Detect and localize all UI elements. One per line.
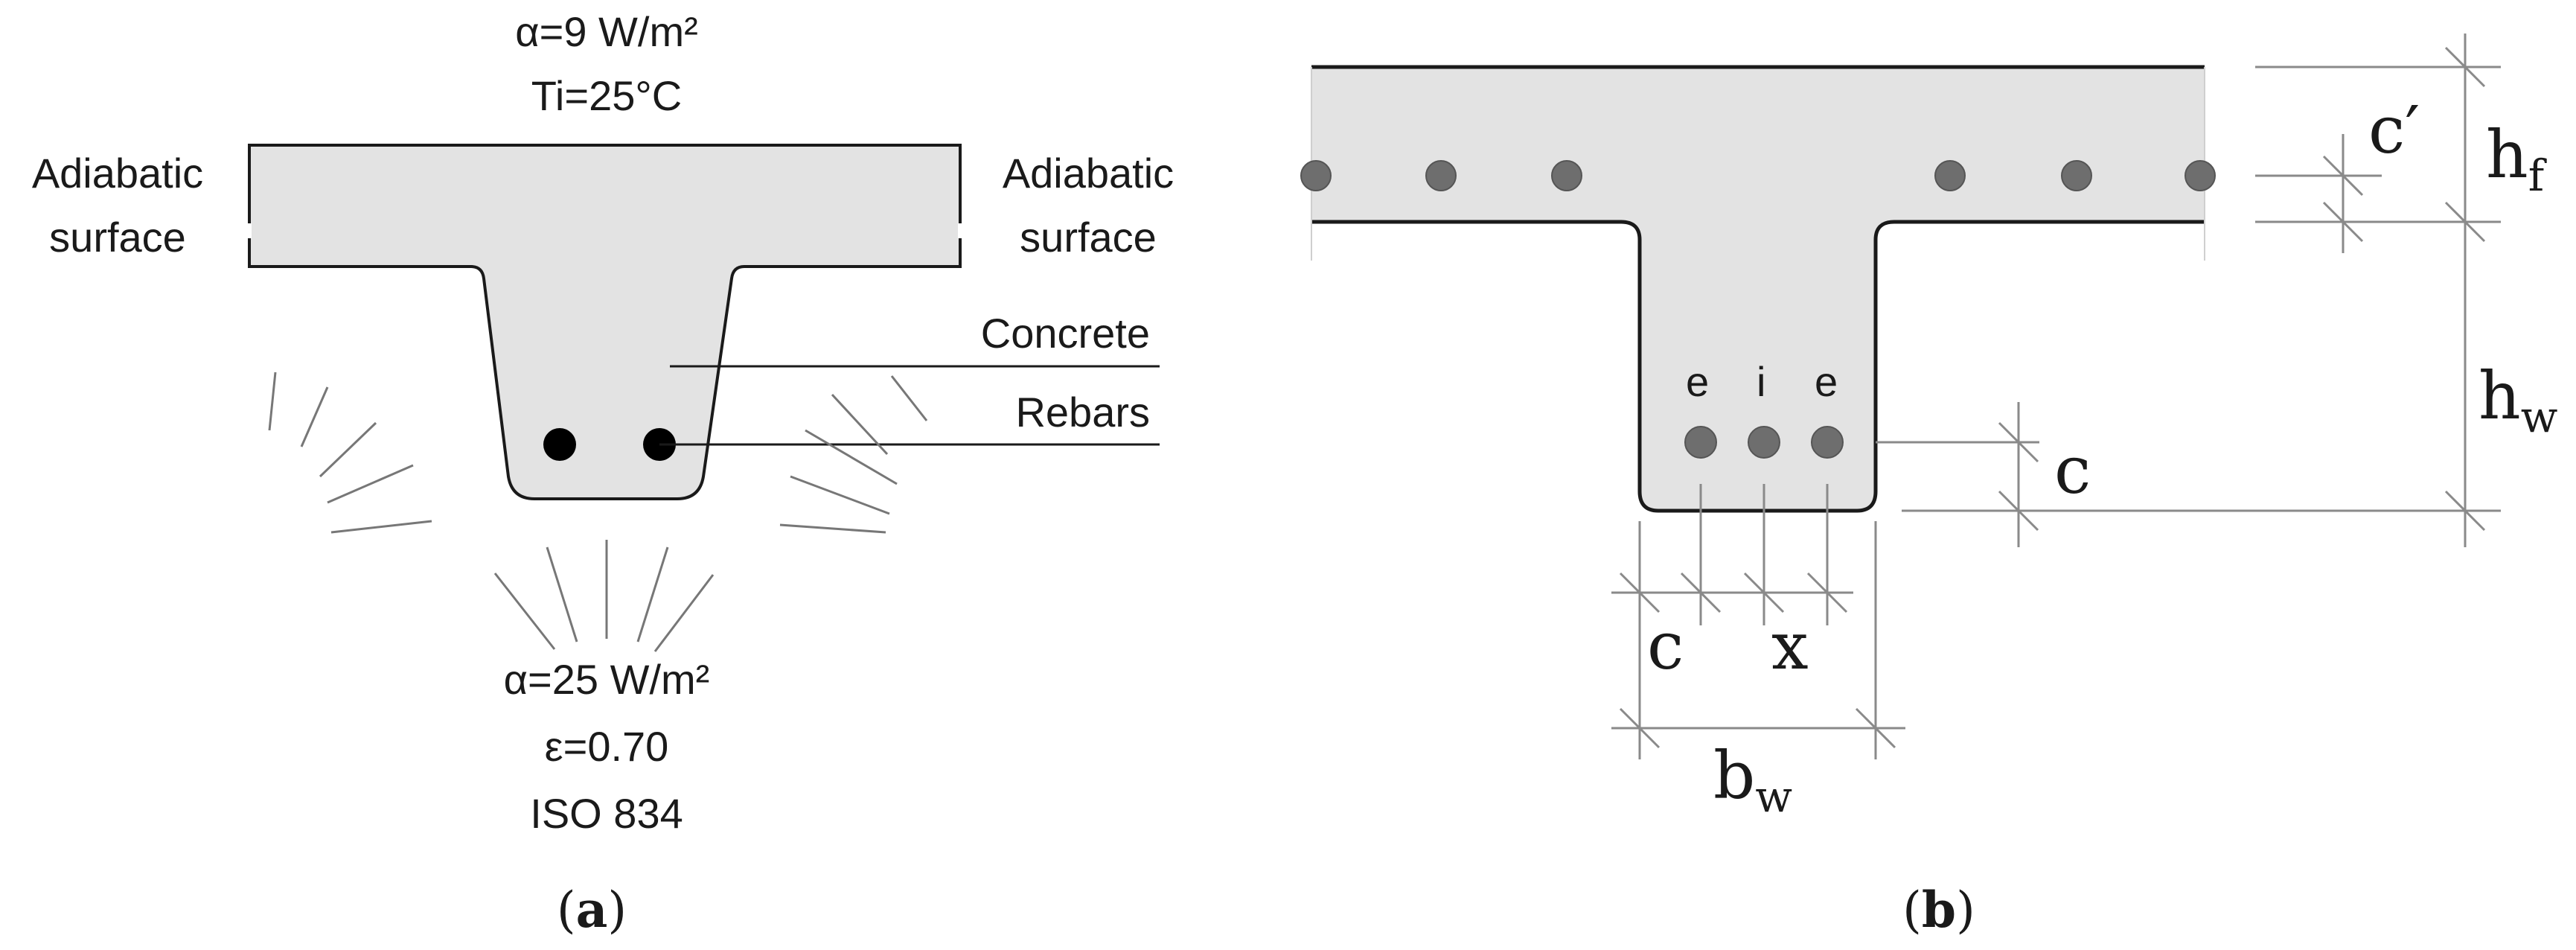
- rebar-label-e-left: e: [1686, 358, 1709, 405]
- flange-rebar: [1934, 160, 1966, 191]
- dim-c-bottom: c: [1647, 608, 1684, 684]
- web-rebar-edge-right: [1811, 426, 1844, 459]
- web-rebars: [1684, 426, 1844, 459]
- fire-rays-left: [268, 372, 432, 534]
- flange-rebar: [2061, 160, 2092, 191]
- dim-bw: bw: [1713, 737, 1792, 822]
- dim-hf: hf: [2486, 116, 2547, 201]
- dim-c-prime: c′: [2368, 92, 2420, 168]
- left-adiabatic-line1: Adiabatic: [32, 150, 203, 197]
- right-adiabatic-line2: surface: [1020, 214, 1157, 261]
- bottom-fire-curve: ISO 834: [530, 790, 683, 837]
- dim-hw: hw: [2478, 357, 2557, 442]
- caption-b: (b): [1902, 881, 1975, 939]
- flange-rebar: [1551, 160, 1582, 191]
- flange-rebars: [1300, 160, 2216, 191]
- panel-b: e i e: [1300, 34, 2557, 939]
- fire-rays-bottom: [493, 540, 715, 652]
- dimensions-right: [1876, 34, 2501, 547]
- fire-rays-right: [779, 375, 928, 534]
- top-alpha: α=9 W/m²: [515, 8, 698, 55]
- t-beam-section-b: [1311, 67, 2205, 511]
- dim-c-web: c: [2054, 432, 2091, 509]
- rebar-left: [543, 428, 576, 461]
- flange-rebar: [1300, 160, 1332, 191]
- flange-rebar: [2185, 160, 2216, 191]
- rebars-label: Rebars: [1015, 389, 1150, 436]
- panel-a: α=9 W/m² Ti=25°C Adiabatic surface Adiab…: [32, 8, 1174, 939]
- dim-x: x: [1771, 608, 1809, 684]
- web-rebar-inner: [1748, 426, 1780, 459]
- rebar-label-e-right: e: [1815, 358, 1838, 405]
- section-outline: [1311, 220, 2205, 513]
- concrete-label: Concrete: [981, 310, 1150, 357]
- bottom-alpha: α=25 W/m²: [504, 656, 710, 703]
- flange-rebar: [1425, 160, 1457, 191]
- bottom-emissivity: ε=0.70: [545, 723, 669, 770]
- dimensions-bottom: [1611, 484, 1905, 759]
- top-temperature: Ti=25°C: [531, 72, 682, 119]
- rebar-label-i: i: [1757, 358, 1765, 405]
- left-adiabatic-line2: surface: [49, 214, 186, 261]
- right-adiabatic-line1: Adiabatic: [1003, 150, 1174, 197]
- web-rebar-edge-left: [1684, 426, 1717, 459]
- t-beam-section-a: [248, 144, 962, 500]
- caption-a: (a): [557, 881, 627, 939]
